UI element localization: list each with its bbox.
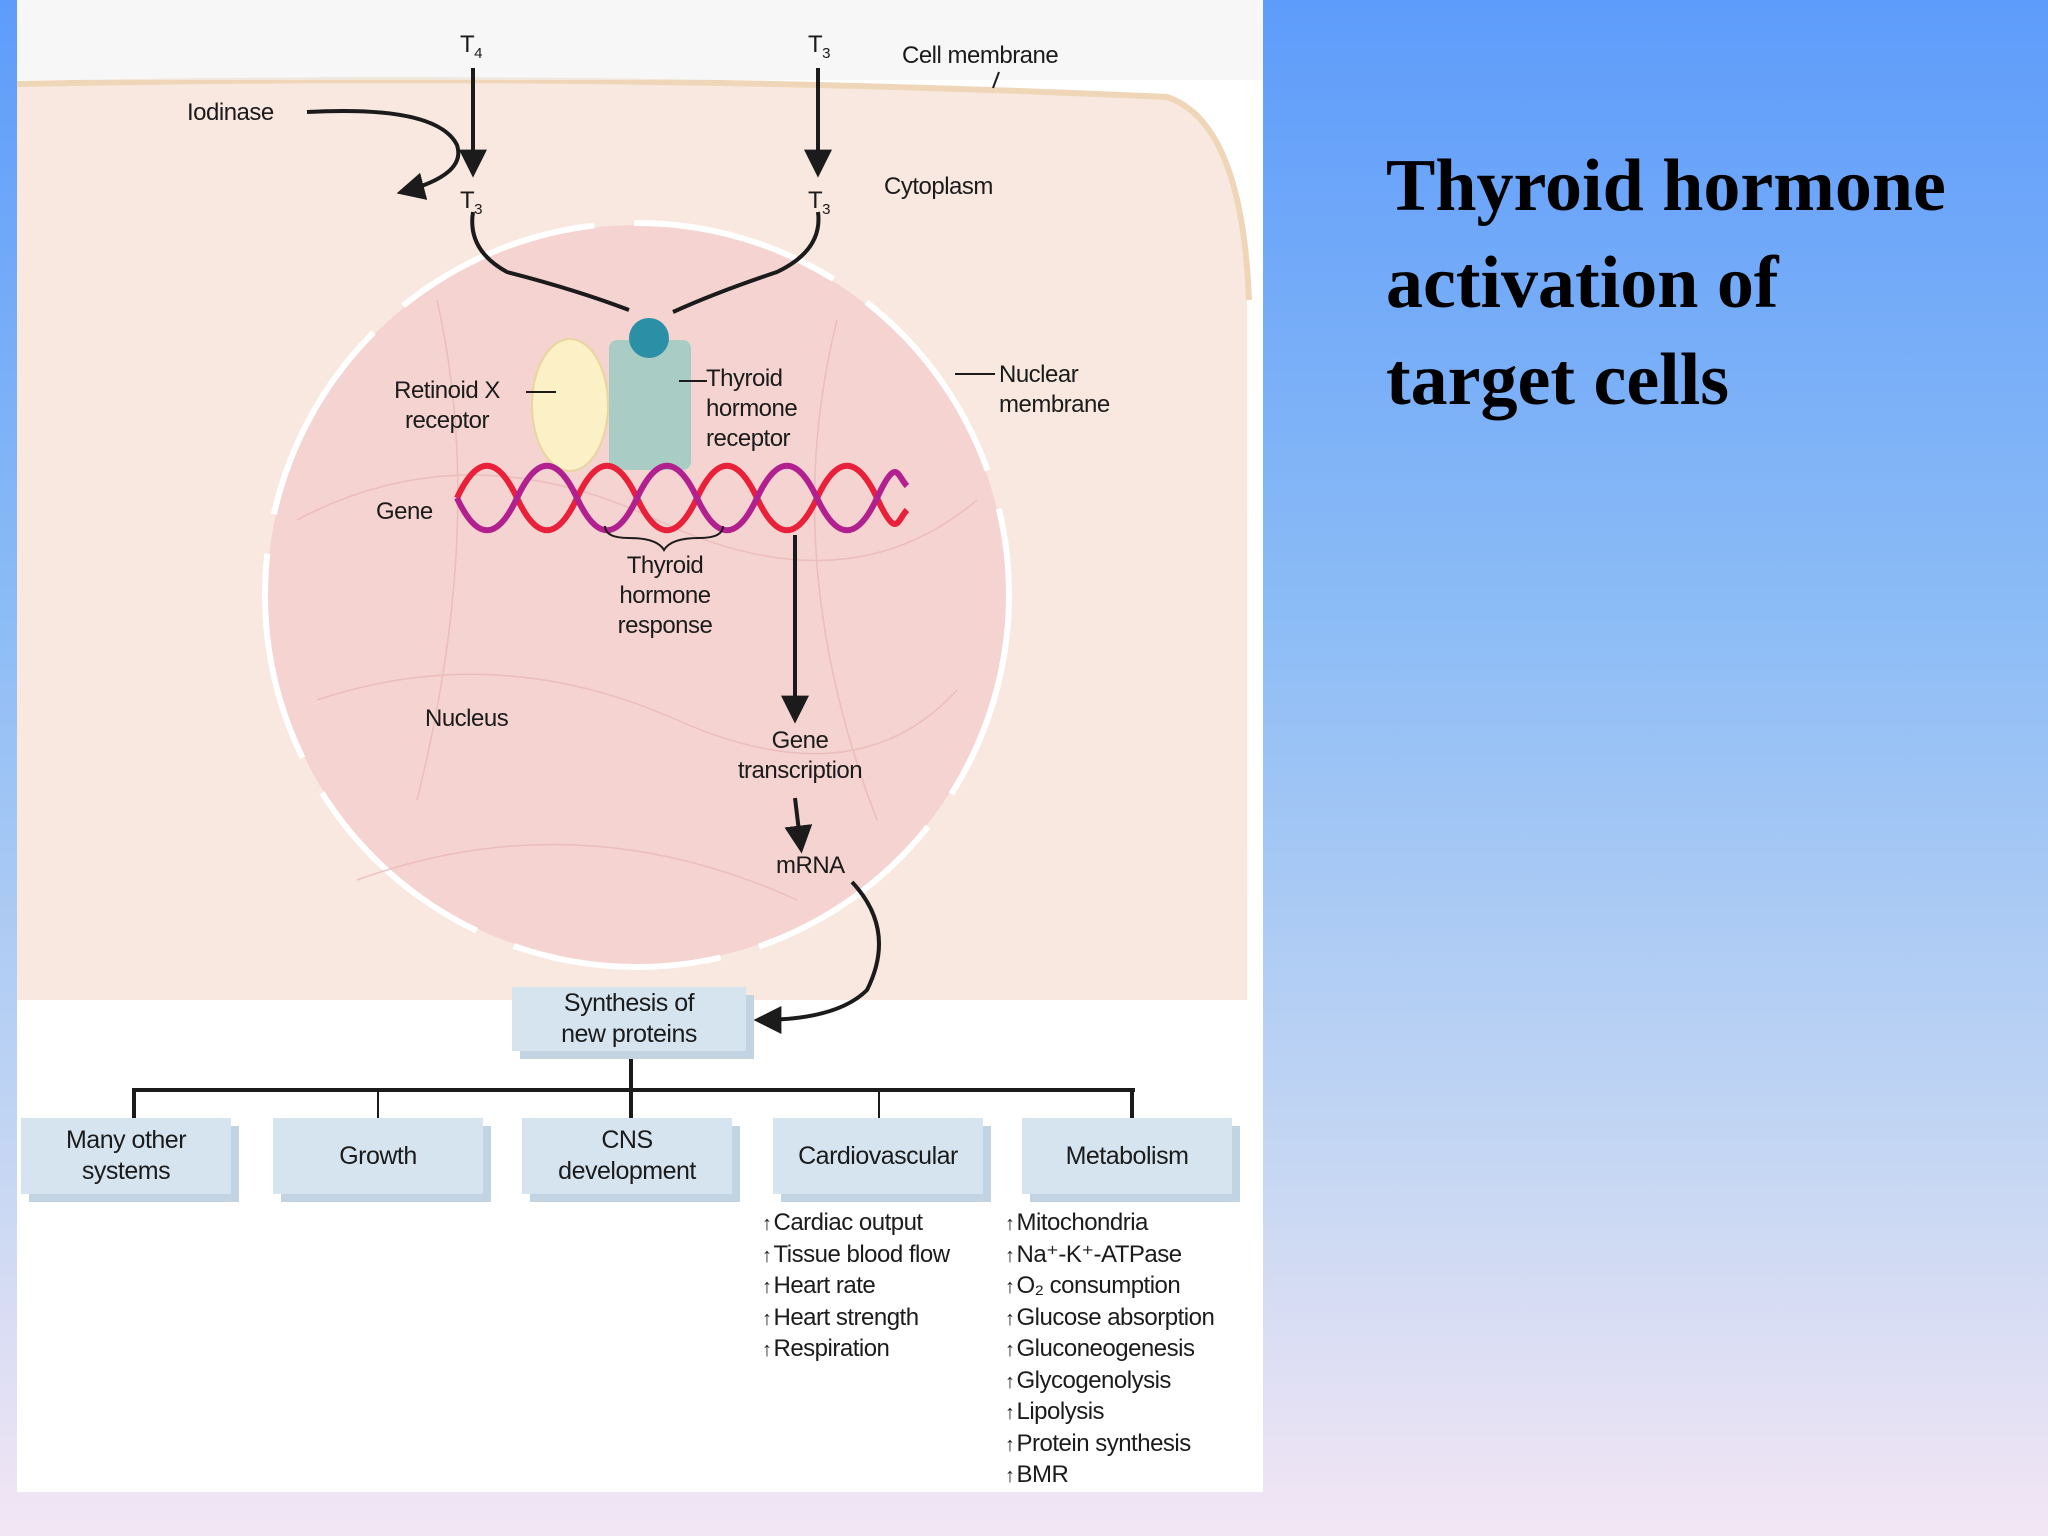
cytoplasm-label: Cytoplasm <box>884 173 993 200</box>
target-box-growth: Growth <box>273 1118 483 1194</box>
slide-title-line: Thyroid hormone <box>1386 145 1946 227</box>
t3-outer-label: T3 <box>808 31 831 62</box>
effect-item: ↑Na⁺-K⁺-ATPase <box>1005 1240 1182 1268</box>
effect-item: ↑Mitochondria <box>1005 1209 1148 1236</box>
hormone-bound <box>629 318 669 358</box>
synthesis-arrow <box>753 880 881 1034</box>
iodinase-arrow <box>306 108 461 200</box>
cell-membrane-label: Cell membrane <box>902 42 1059 69</box>
effect-item: ↑Lipolysis <box>1005 1398 1105 1425</box>
nuclear-membrane-label: Nuclear membrane <box>999 361 1110 418</box>
mrna-arrow <box>784 797 813 854</box>
slide-title-line: target cells <box>1386 339 1730 421</box>
effect-item: ↑Tissue blood flow <box>762 1240 950 1268</box>
retinoid-receptor-label: Retinoid X receptor <box>394 377 500 434</box>
t3-entry-left <box>470 211 630 312</box>
effect-item: ↑Gluconeogenesis <box>1005 1335 1195 1362</box>
effect-item: ↑Heart rate <box>762 1272 876 1299</box>
mrna-label: mRNA <box>776 852 845 879</box>
effect-item: ↑Heart strength <box>762 1303 919 1331</box>
t3-label-left: T3 <box>460 187 483 218</box>
t3-label-right: T3 <box>808 187 831 218</box>
target-box-metabolism: Metabolism <box>1022 1118 1232 1194</box>
effect-item: ↑Glucose absorption <box>1005 1303 1215 1331</box>
effect-item: ↑O₂ consumption <box>1005 1272 1181 1299</box>
diagram-artwork <box>17 0 1263 1118</box>
thyroid-receptor-shape <box>609 340 691 470</box>
nucleus-label: Nucleus <box>425 705 509 732</box>
nucleus-body <box>267 225 1007 965</box>
effect-item: ↑Respiration <box>762 1335 890 1362</box>
gene-label: Gene <box>376 498 433 525</box>
outside-cell <box>17 0 1263 80</box>
response-brace <box>604 525 724 552</box>
thyroid-diagram: T4 T3 T3 T3 Iodinase Cell membrane Cytop… <box>17 0 1263 1492</box>
cardiovascular-effects: ↑Cardiac output ↑Tissue blood flow ↑Hear… <box>762 1208 950 1366</box>
iodinase-label: Iodinase <box>187 99 274 126</box>
synthesis-box: Synthesis of new proteins <box>512 987 746 1051</box>
retinoid-receptor-shape <box>531 338 609 472</box>
membrane-leader <box>992 71 1000 89</box>
target-box-other-systems: Many other systems <box>21 1118 231 1194</box>
response-label: Thyroid hormone response <box>617 552 713 639</box>
effect-item: ↑Cardiac output <box>762 1209 923 1236</box>
t3-entry-right <box>672 211 821 314</box>
metabolism-effects: ↑Mitochondria ↑Na⁺-K⁺-ATPase ↑O₂ consump… <box>1005 1208 1215 1492</box>
effect-item: ↑BMR <box>1005 1461 1069 1488</box>
t4-label: T4 <box>460 31 483 62</box>
nucleus-texture <box>296 299 978 901</box>
effect-item: ↑Glycogenolysis <box>1005 1366 1171 1394</box>
target-box-cardiovascular: Cardiovascular <box>773 1118 983 1194</box>
target-box-cns: CNS development <box>522 1118 732 1194</box>
gene-transcription-label: Gene transcription <box>737 727 863 784</box>
nuclear-membrane <box>262 220 1012 970</box>
thyroid-receptor-label: Thyroid hormone receptor <box>706 365 798 452</box>
slide-title: Thyroid hormone activation of target cel… <box>1386 138 2026 429</box>
dna-strand-purple <box>454 463 910 533</box>
effect-item: ↑Protein synthesis <box>1005 1429 1191 1457</box>
slide-title-line: activation of <box>1386 242 1779 324</box>
cell-membrane <box>17 77 1252 301</box>
